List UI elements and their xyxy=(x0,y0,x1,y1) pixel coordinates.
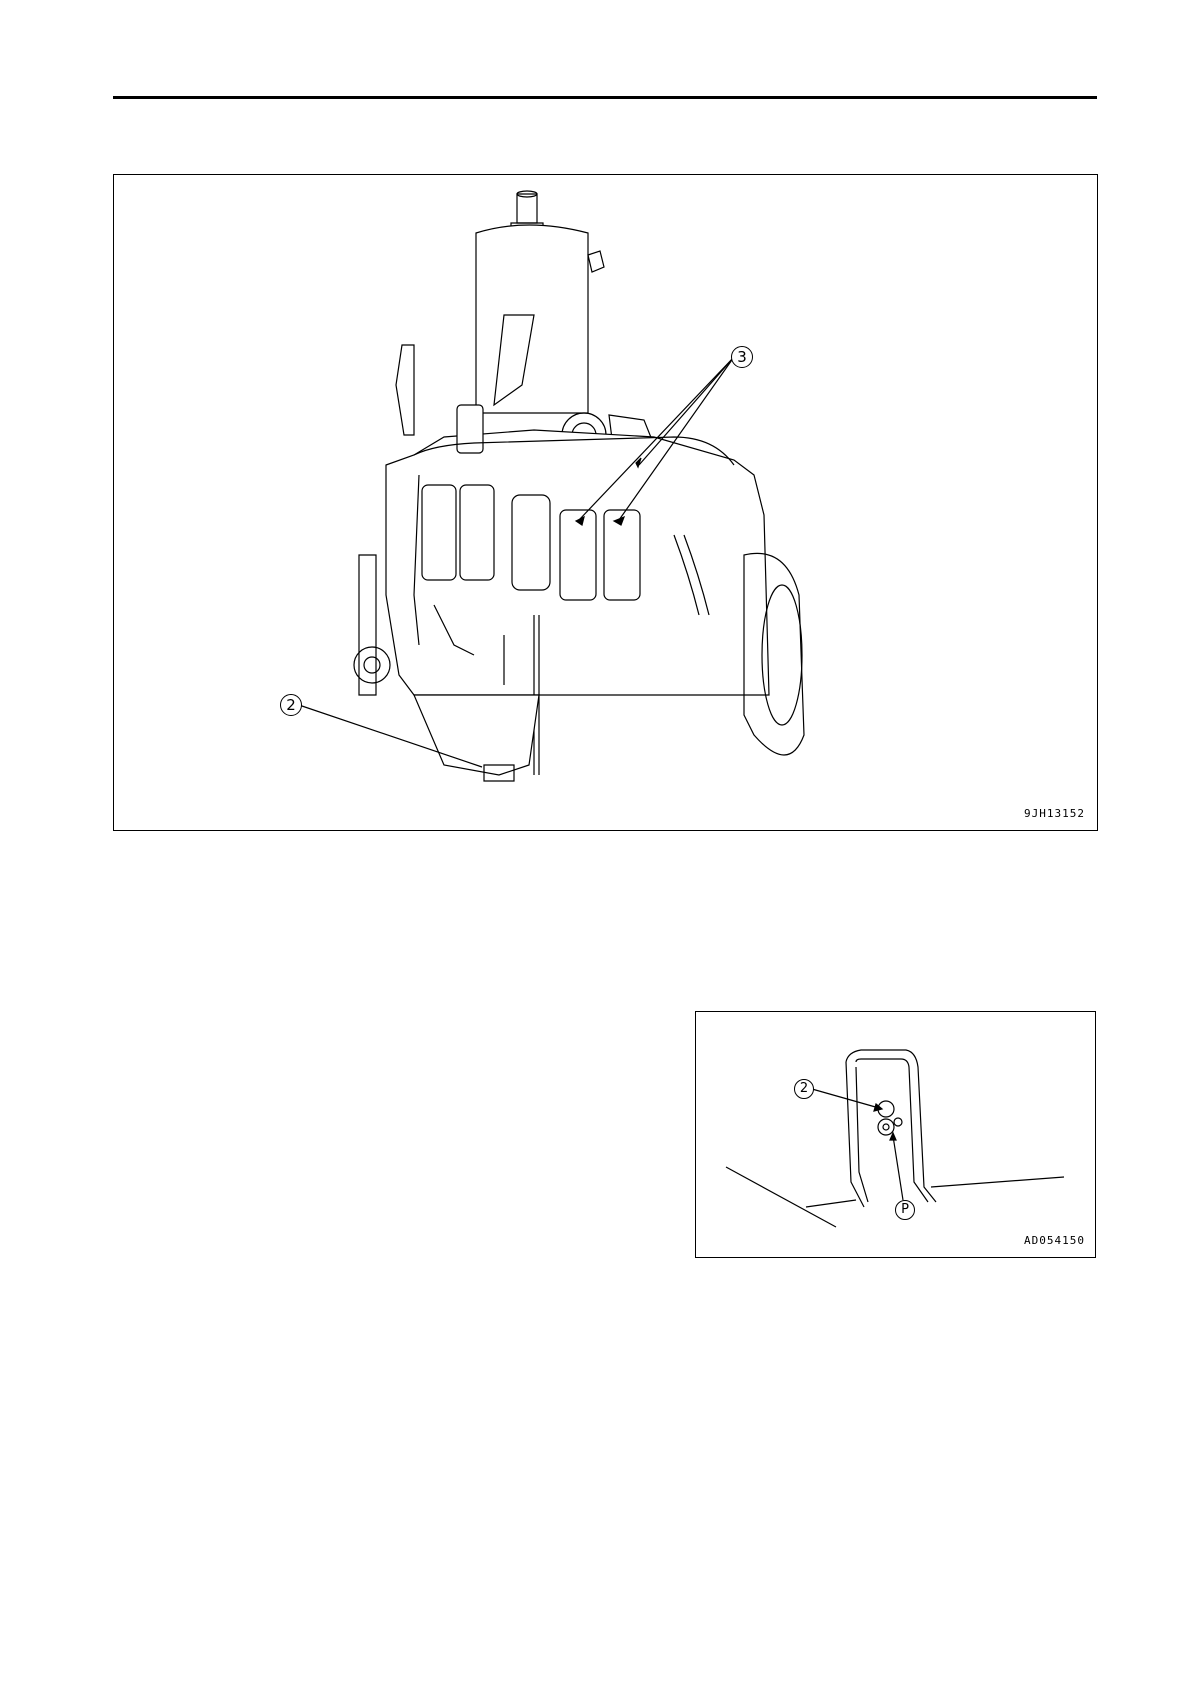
drain-plug-figure: 2 P AD054150 xyxy=(695,1011,1096,1258)
callout-p: P xyxy=(895,1200,915,1220)
drain-plug-illustration xyxy=(696,1012,1097,1259)
engine-figure: 3 2 9JH13152 xyxy=(113,174,1098,831)
callout-3: 3 xyxy=(731,346,753,368)
figure-code: 9JH13152 xyxy=(1024,807,1085,820)
header-rule xyxy=(113,96,1097,99)
engine-illustration xyxy=(114,175,1099,832)
callout-2: 2 xyxy=(794,1079,814,1099)
figure-code: AD054150 xyxy=(1024,1234,1085,1247)
callout-2: 2 xyxy=(280,694,302,716)
